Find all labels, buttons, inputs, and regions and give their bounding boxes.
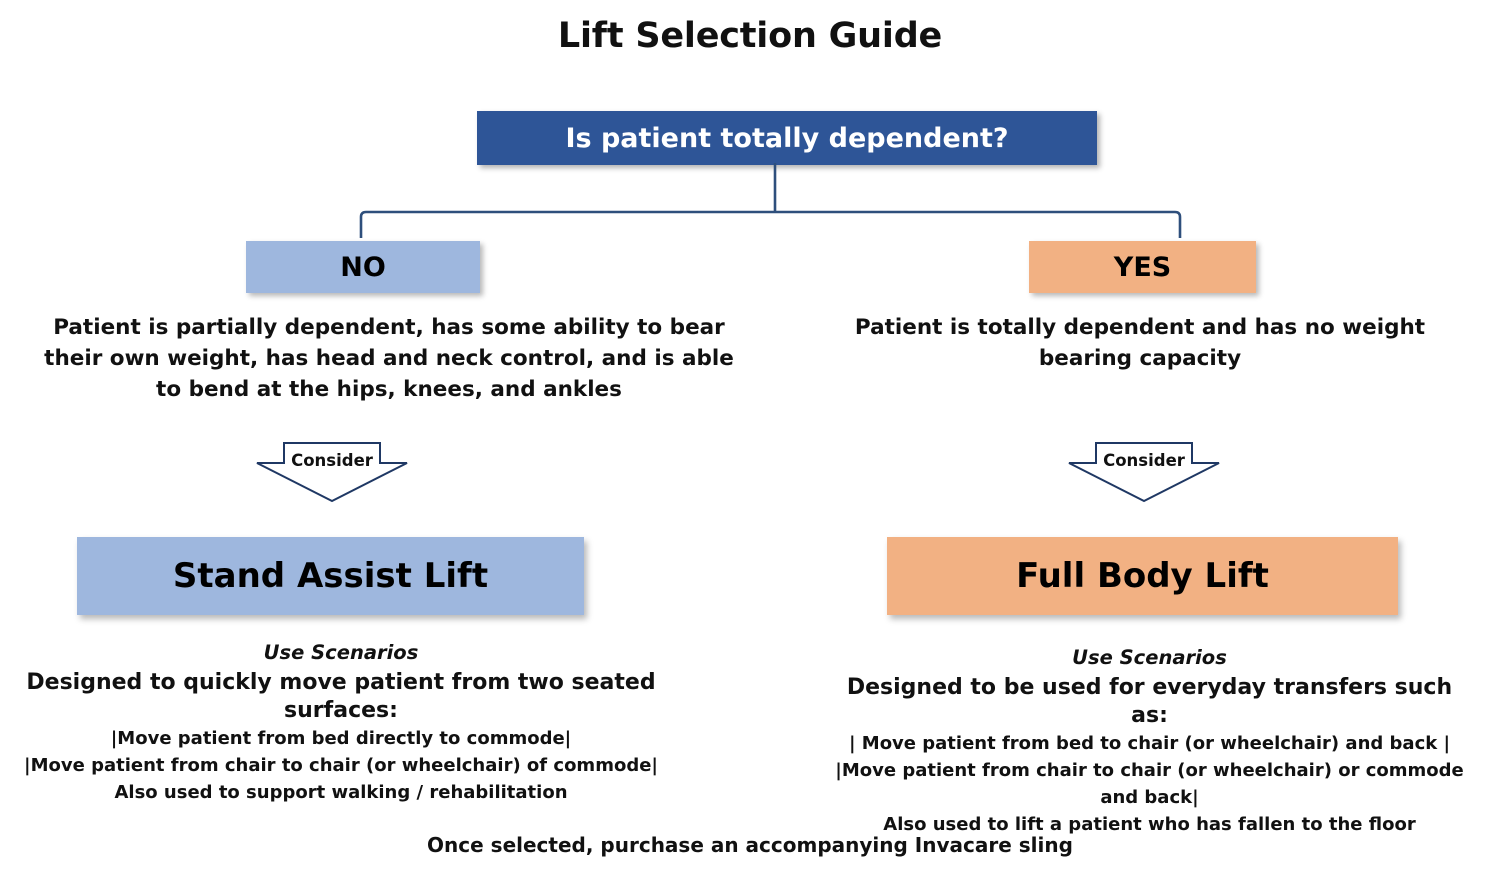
use-scenarios-right-item: |Move patient from chair to chair (or wh… — [835, 760, 1464, 808]
result-node-full-body-lift-label: Full Body Lift — [1016, 556, 1269, 596]
connector-elbow-left — [359, 210, 367, 238]
branch-connector — [359, 163, 1182, 238]
result-node-stand-assist-lift-label: Stand Assist Lift — [172, 556, 489, 596]
branch-chip-no: NO — [246, 241, 480, 293]
use-scenarios-right-heading: Use Scenarios — [1072, 646, 1227, 669]
use-scenarios-left-lead: Designed to quickly move patient from tw… — [26, 670, 656, 723]
branch-chip-yes-label: YES — [1113, 251, 1172, 283]
page-title: Lift Selection Guide — [557, 16, 943, 56]
down-arrow-icon-right — [1068, 442, 1220, 503]
connector-elbow-right — [1174, 210, 1182, 238]
branch-description-yes: Patient is totally dependent and has no … — [854, 315, 1426, 371]
use-scenarios-left-item: |Move patient from bed directly to commo… — [110, 728, 572, 749]
use-scenarios-left: Use Scenarios Designed to quickly move p… — [8, 641, 674, 806]
decision-node-label: Is patient totally dependent? — [565, 122, 1009, 154]
branch-chip-yes: YES — [1029, 241, 1256, 293]
result-node-full-body-lift: Full Body Lift — [887, 537, 1398, 615]
consider-label-right: Consider — [1103, 451, 1185, 470]
down-arrow-icon-left — [256, 442, 408, 503]
branch-chip-no-label: NO — [340, 251, 386, 283]
use-scenarios-left-heading: Use Scenarios — [263, 641, 419, 664]
footer-note: Once selected, purchase an accompanying … — [427, 833, 1073, 857]
use-scenarios-right-lead: Designed to be used for everyday transfe… — [846, 675, 1453, 728]
branch-description-no: Patient is partially dependent, has some… — [44, 315, 734, 402]
consider-label-left: Consider — [291, 451, 373, 470]
use-scenarios-right: Use Scenarios Designed to be used for ev… — [827, 646, 1472, 838]
use-scenarios-right-item: Also used to lift a patient who has fall… — [883, 814, 1416, 835]
result-node-stand-assist-lift: Stand Assist Lift — [77, 537, 584, 615]
decision-node-root: Is patient totally dependent? — [477, 111, 1097, 165]
use-scenarios-left-item: Also used to support walking / rehabilit… — [114, 782, 568, 803]
use-scenarios-right-item: | Move patient from bed to chair (or whe… — [848, 733, 1451, 754]
use-scenarios-left-item: |Move patient from chair to chair (or wh… — [24, 755, 658, 776]
